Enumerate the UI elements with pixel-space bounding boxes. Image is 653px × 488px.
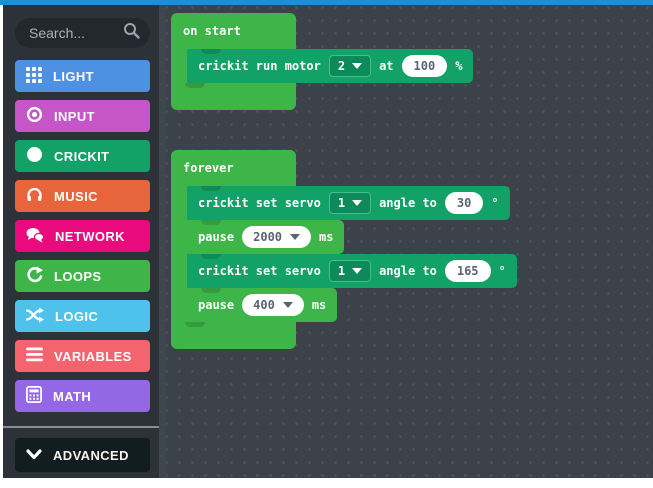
- dropdown-value: 1: [337, 196, 346, 210]
- dropdown-value: 400: [253, 298, 275, 312]
- sidebar-item-label: CRICKIT: [54, 148, 110, 164]
- block-label: crickit run motor: [198, 59, 321, 73]
- unit-label: ms: [319, 230, 334, 244]
- sidebar-item-loops[interactable]: LOOPS: [15, 260, 150, 292]
- block-label: pause: [198, 298, 235, 312]
- block-bottom: [171, 322, 296, 349]
- block-pause[interactable]: pause 400 ms: [187, 288, 338, 322]
- sidebar-item-input[interactable]: INPUT: [15, 100, 150, 132]
- block-spine: [171, 49, 187, 83]
- repeat-icon: [26, 266, 43, 286]
- motor-speed-value[interactable]: 100: [401, 55, 448, 77]
- block-label: angle to: [379, 264, 437, 278]
- sidebar-item-light[interactable]: LIGHT: [15, 60, 150, 92]
- block-label: forever: [183, 161, 234, 175]
- motor-port-dropdown[interactable]: 2: [328, 55, 372, 77]
- block-label: crickit set servo: [198, 196, 321, 210]
- block-label: at: [379, 59, 394, 73]
- chevron-down-icon: [352, 268, 363, 274]
- block-label: angle to: [379, 196, 437, 210]
- servo-port-dropdown[interactable]: 1: [328, 192, 372, 214]
- shuffle-icon: [25, 307, 44, 326]
- sidebar-item-variables[interactable]: VARIABLES: [15, 340, 150, 372]
- pause-duration-dropdown[interactable]: 2000: [242, 226, 312, 248]
- grid-icon: [26, 66, 42, 86]
- servo-angle-value[interactable]: 30: [444, 192, 484, 214]
- unit-label: °: [491, 196, 499, 210]
- sidebar-item-logic[interactable]: LOGIC: [15, 300, 150, 332]
- block-crickit-set-servo[interactable]: crickit set servo 1 angle to 30 °: [187, 186, 510, 220]
- sidebar-item-label: LOOPS: [54, 268, 102, 284]
- chevron-down-icon: [282, 302, 293, 308]
- sidebar-item-label: MUSIC: [54, 188, 98, 204]
- block-crickit-run-motor[interactable]: crickit run motor 2 at 100 %: [187, 49, 474, 83]
- sidebar-item-label: NETWORK: [55, 228, 125, 244]
- sidebar-item-advanced[interactable]: ADVANCED: [15, 438, 150, 472]
- block-workspace[interactable]: on start crickit run motor 2 at 100 %: [166, 5, 653, 478]
- sidebar-item-label: INPUT: [54, 108, 95, 124]
- target-icon: [26, 106, 43, 126]
- chevron-down-icon: [352, 63, 363, 69]
- chevron-down-icon: [26, 448, 42, 463]
- unit-label: ms: [311, 298, 327, 312]
- search-box[interactable]: [15, 18, 150, 48]
- block-on-start[interactable]: on start crickit run motor 2 at 100 %: [171, 13, 474, 110]
- sidebar-item-crickit[interactable]: CRICKIT: [15, 140, 150, 172]
- list-icon: [26, 347, 43, 365]
- sidebar-item-label: ADVANCED: [53, 447, 129, 463]
- block-toolbox: LIGHT INPUT CRICKIT MUSIC NETWORK: [3, 5, 166, 478]
- search-input[interactable]: [27, 24, 123, 42]
- block-label: pause: [198, 230, 235, 244]
- pause-duration-dropdown[interactable]: 400: [242, 294, 304, 316]
- sidebar-item-music[interactable]: MUSIC: [15, 180, 150, 212]
- block-spine: [171, 186, 187, 322]
- block-forever[interactable]: forever crickit set servo 1 angle to 30 …: [171, 150, 517, 349]
- sidebar-item-label: MATH: [53, 388, 92, 404]
- editor-main: LIGHT INPUT CRICKIT MUSIC NETWORK: [3, 5, 653, 478]
- servo-angle-value[interactable]: 165: [444, 260, 491, 282]
- block-bottom: [171, 83, 296, 110]
- block-label: crickit set servo: [198, 264, 321, 278]
- sidebar-item-network[interactable]: NETWORK: [15, 220, 150, 252]
- dropdown-value: 2000: [253, 230, 283, 244]
- top-accent-bar: [0, 0, 653, 5]
- sidebar-item-label: VARIABLES: [54, 348, 132, 364]
- block-crickit-set-servo[interactable]: crickit set servo 1 angle to 165 °: [187, 254, 517, 288]
- servo-port-dropdown[interactable]: 1: [328, 260, 372, 282]
- sidebar-item-label: LIGHT: [53, 68, 94, 84]
- toolbox-divider: [3, 426, 159, 428]
- block-label: on start: [183, 24, 241, 38]
- unit-label: °: [498, 264, 506, 278]
- block-pause[interactable]: pause 2000 ms: [187, 220, 345, 254]
- unit-label: %: [455, 59, 463, 73]
- dropdown-value: 1: [337, 264, 346, 278]
- chat-bubbles-icon: [26, 227, 45, 246]
- search-icon[interactable]: [123, 22, 140, 44]
- chevron-down-icon: [290, 234, 301, 240]
- chevron-down-icon: [352, 200, 363, 206]
- circle-icon: [26, 146, 43, 166]
- sidebar-item-label: LOGIC: [55, 308, 99, 324]
- dropdown-value: 2: [337, 59, 346, 73]
- headphones-icon: [26, 186, 43, 206]
- calculator-icon: [25, 385, 42, 406]
- sidebar-item-math[interactable]: MATH: [15, 380, 150, 412]
